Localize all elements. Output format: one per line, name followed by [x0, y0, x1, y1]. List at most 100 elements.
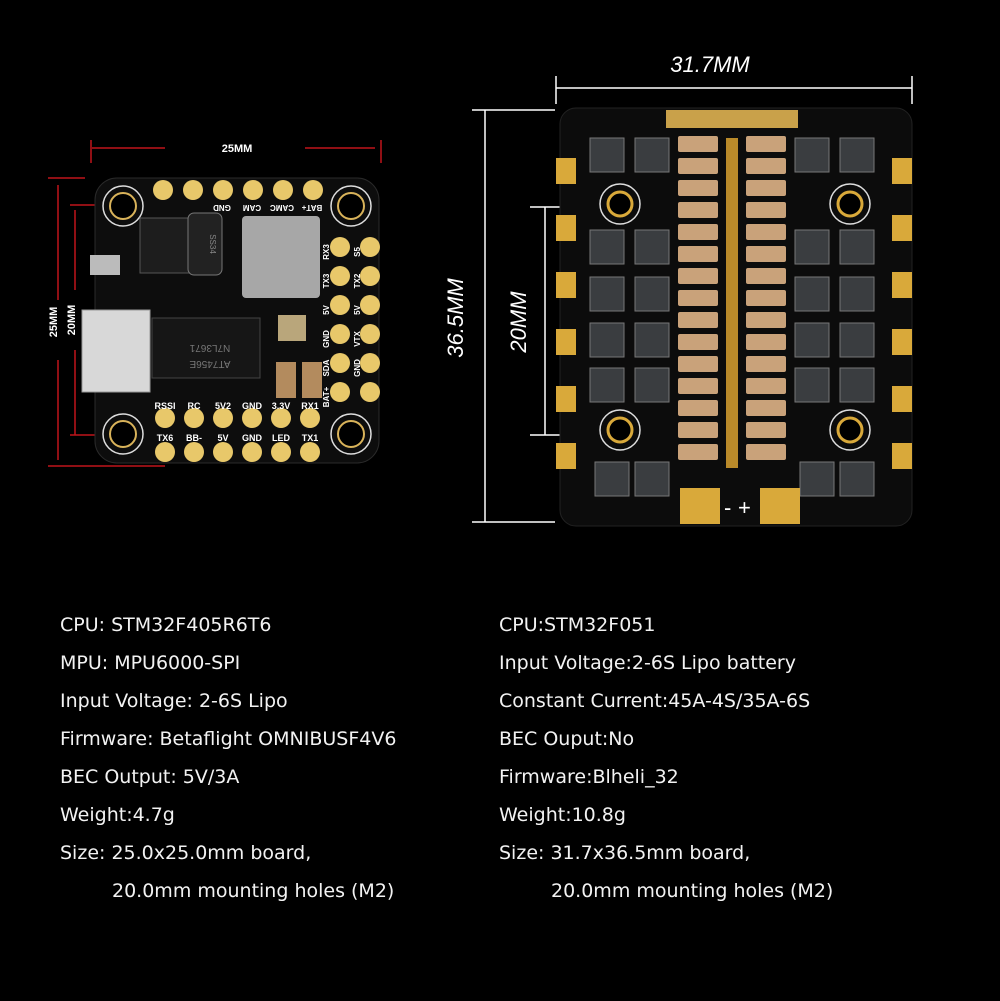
capacitor: [678, 158, 718, 174]
motor-pad: [556, 158, 576, 184]
solder-pad: [184, 442, 204, 462]
capacitor: [746, 268, 786, 284]
boot-button: [90, 255, 120, 275]
mosfet: [634, 461, 670, 497]
osd-marking-2: AT7456E: [189, 358, 230, 369]
capacitor: [746, 202, 786, 218]
mounting-hole: [109, 420, 137, 448]
capacitor: [746, 378, 786, 394]
capacitor: [746, 444, 786, 460]
capacitor: [302, 362, 322, 398]
capacitor: [746, 180, 786, 196]
fc-width-label: 25MM: [222, 143, 253, 155]
pad-label: LED: [272, 433, 291, 443]
mosfet: [839, 367, 875, 403]
solder-pad: [271, 442, 291, 462]
pad-label: GND: [242, 433, 263, 443]
solder-pad: [360, 353, 380, 373]
mosfet: [589, 322, 625, 358]
solder-pad: [243, 180, 263, 200]
motor-pad: [892, 443, 912, 469]
capacitor: [276, 362, 296, 398]
inductor: [242, 216, 320, 298]
mosfet: [794, 137, 830, 173]
mounting-hole-ring: [599, 183, 641, 225]
capacitor: [678, 180, 718, 196]
power-pad-positive: [760, 488, 800, 524]
capacitor: [746, 290, 786, 306]
esc-spec-firmware: Firmware:Blheli_32: [499, 766, 679, 788]
power-pad-negative: [680, 488, 720, 524]
solder-pad: [213, 408, 233, 428]
mounting-hole-ring: [829, 183, 871, 225]
pad-label: TX6: [157, 433, 174, 443]
mosfet: [589, 276, 625, 312]
mounting-hole-ring: [599, 409, 641, 451]
capacitor: [746, 312, 786, 328]
capacitor: [746, 158, 786, 174]
fc-spec-size: Size: 25.0x25.0mm board,: [60, 842, 312, 864]
esc-spec-cpu: CPU:STM32F051: [499, 614, 656, 636]
capacitor: [678, 444, 718, 460]
fc-spec-voltage: Input Voltage: 2-6S Lipo: [60, 690, 288, 712]
solder-pads: [153, 180, 380, 462]
esc-connector: [666, 110, 798, 128]
solder-pad: [360, 382, 380, 402]
esc-spec-current: Constant Current:45A-4S/35A-6S: [499, 690, 811, 712]
esc-spec-voltage: Input Voltage:2-6S Lipo battery: [499, 652, 796, 674]
esc-spec-holes: 20.0mm mounting holes (M2): [551, 880, 834, 902]
motor-pad: [556, 329, 576, 355]
mosfet: [634, 137, 670, 173]
motor-pad: [892, 386, 912, 412]
pad-label: BAT+: [301, 203, 322, 212]
esc-width-label: 31.7MM: [670, 52, 750, 77]
mosfet: [634, 276, 670, 312]
mounting-hole-ring: [829, 409, 871, 451]
solder-pad: [242, 408, 262, 428]
solder-pad: [273, 180, 293, 200]
solder-pad: [242, 442, 262, 462]
mosfet: [794, 276, 830, 312]
usb-port: [81, 309, 151, 393]
mosfet: [589, 137, 625, 173]
mounting-hole: [836, 416, 864, 444]
pad-label: RX3: [322, 244, 331, 260]
mounting-hole: [337, 192, 365, 220]
esc-center-bus: [726, 138, 738, 468]
esc-image: 31.7MM 36.5MM 20MM - +: [443, 52, 913, 527]
fc-spec-bec: BEC Output: 5V/3A: [60, 766, 240, 788]
capacitor: [746, 246, 786, 262]
pad-label: GND: [213, 203, 231, 212]
pad-label: TX2: [353, 273, 362, 288]
esc-hole-label: 20MM: [506, 291, 531, 354]
mounting-hole: [109, 192, 137, 220]
pad-label: 5V: [353, 304, 362, 314]
solder-pad: [213, 180, 233, 200]
capacitor: [678, 378, 718, 394]
mounting-hole-ring: [330, 185, 372, 227]
solder-pad: [330, 295, 350, 315]
fc-spec-firmware: Firmware: Betaflight OMNIBUSF4V6: [60, 728, 397, 750]
capacitor: [678, 356, 718, 372]
motor-pad: [892, 272, 912, 298]
solder-pad: [360, 237, 380, 257]
solder-pad: [330, 266, 350, 286]
solder-pad: [183, 180, 203, 200]
mosfet: [594, 461, 630, 497]
pad-label: BAT+: [322, 386, 331, 407]
mounting-hole: [606, 190, 634, 218]
mosfet: [634, 367, 670, 403]
fc-spec-cpu: CPU: STM32F405R6T6: [60, 614, 272, 636]
capacitor: [678, 400, 718, 416]
mosfet: [799, 461, 835, 497]
mounting-hole: [337, 420, 365, 448]
motor-pad: [892, 215, 912, 241]
mosfet: [794, 229, 830, 265]
capacitor: [678, 224, 718, 240]
fc-spec-holes: 20.0mm mounting holes (M2): [112, 880, 395, 902]
pad-label: TX1: [302, 433, 319, 443]
capacitor: [678, 268, 718, 284]
capacitor: [678, 422, 718, 438]
motor-pad: [556, 215, 576, 241]
